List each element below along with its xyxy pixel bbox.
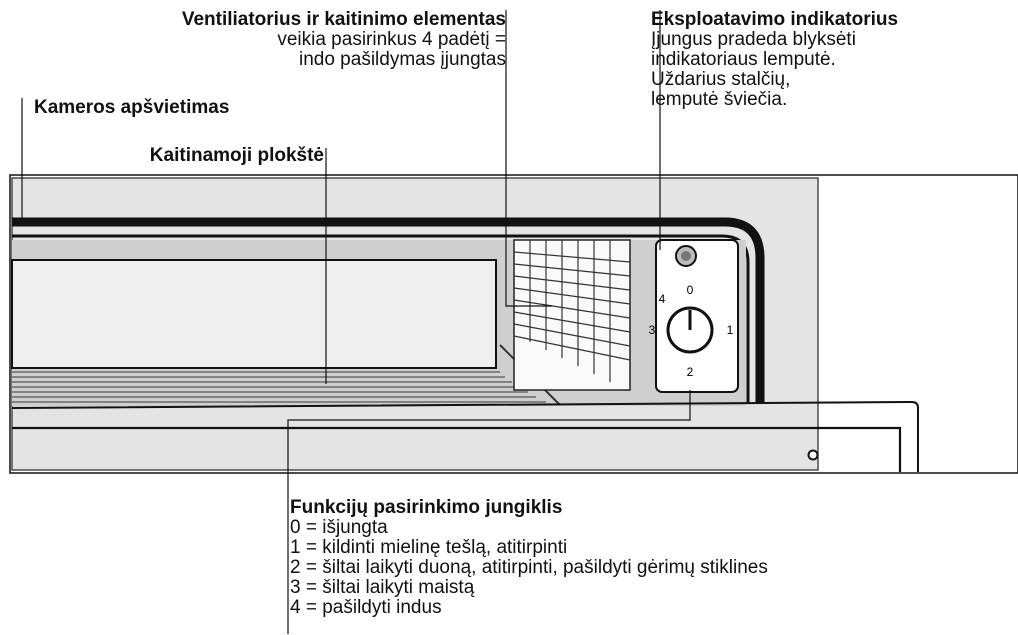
function-selector-line: 2 = šiltai laikyti duoną, atitirpinti, p… xyxy=(290,557,768,578)
operation-indicator-label: Eksploatavimo indikatorius Įjungus prade… xyxy=(651,10,898,110)
chamber-light-label: Kameros apšvietimas xyxy=(34,98,229,118)
operation-indicator-line: lemputė šviečia. xyxy=(651,89,788,110)
dial-mark-4: 4 xyxy=(659,292,666,306)
operation-indicator-line: Uždarius stalčių, xyxy=(651,69,791,90)
operation-indicator-line: indikatoriaus lemputė. xyxy=(651,49,836,70)
operation-indicator-line: Įjungus pradeda blyksėti xyxy=(651,29,856,50)
dial-mark-3: 3 xyxy=(649,323,656,337)
function-selector-line: 3 = šiltai laikyti maistą xyxy=(290,577,475,598)
dial-mark-0: 0 xyxy=(687,283,694,297)
drawer-handle-dot xyxy=(807,449,819,461)
function-selector-line: 4 = pašildyti indus xyxy=(290,597,442,618)
drawer-front xyxy=(11,400,919,472)
function-selector-label: Funkcijų pasirinkimo jungiklis 0 = išjun… xyxy=(290,498,768,618)
operation-indicator-title: Eksploatavimo indikatorius xyxy=(651,9,899,30)
heating-element-cover xyxy=(11,259,497,369)
chamber-light-title: Kameros apšvietimas xyxy=(34,97,230,118)
function-selector-title: Funkcijų pasirinkimo jungiklis xyxy=(290,497,563,518)
chamber-frame xyxy=(12,217,765,404)
function-selector-line: 1 = kildinti mielinę tešlą, atitirpinti xyxy=(290,537,568,558)
heating-plate-label: Kaitinamoji plokštė xyxy=(150,146,324,166)
dial-mark-1: 1 xyxy=(727,323,734,337)
heating-plate-title: Kaitinamoji plokštė xyxy=(149,145,324,166)
ventilator-title: Ventiliatorius ir kaitinimo elementas xyxy=(181,9,506,30)
function-selector-line: 0 = išjungta xyxy=(290,517,388,538)
dial-mark-2: 2 xyxy=(687,365,694,379)
ventilator-label: Ventiliatorius ir kaitinimo elementas ve… xyxy=(182,10,506,70)
ventilator-line: indo pašildymas įjungtas xyxy=(298,49,506,70)
ventilator-line: veikia pasirinkus 4 padėtį = xyxy=(277,29,506,50)
heating-plate xyxy=(12,371,546,403)
